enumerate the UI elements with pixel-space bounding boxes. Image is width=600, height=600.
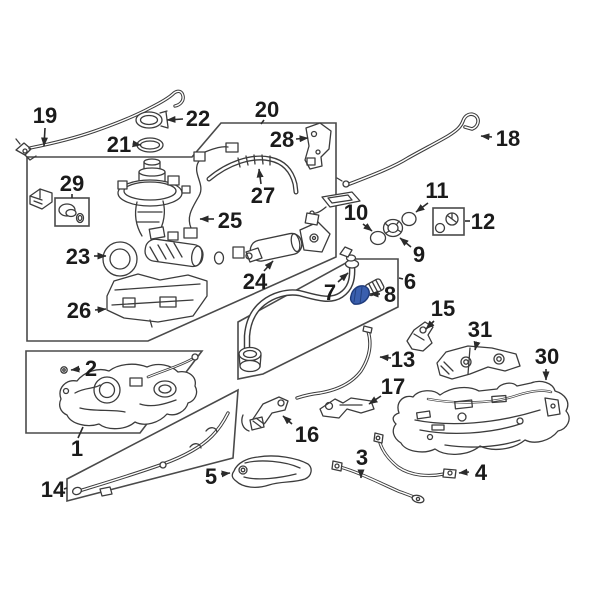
callout-label-18: 18: [496, 126, 520, 151]
part-9-grommet-drawing: [382, 218, 404, 238]
callout-label-28: 28: [270, 127, 294, 152]
part-2-screw-drawing: [60, 366, 68, 374]
callout-label-30: 30: [535, 344, 559, 369]
callout-5[interactable]: 5: [205, 464, 231, 489]
callout-18[interactable]: 18: [480, 126, 520, 151]
callout-label-5: 5: [205, 464, 217, 489]
callout-9[interactable]: 9: [399, 237, 425, 267]
part-29-grommet-drawing: [58, 203, 85, 224]
part-30-protector-drawing: [392, 380, 570, 455]
part-26-tray-drawing: [106, 273, 208, 328]
callout-label-16: 16: [295, 422, 319, 447]
callout-16[interactable]: 16: [282, 415, 319, 447]
callout-3[interactable]: 3: [356, 445, 368, 479]
part-16-bracket-drawing: [241, 396, 289, 432]
callout-label-29: 29: [60, 171, 84, 196]
part-19-tube-drawing: [15, 89, 185, 161]
part-23-reservoir-drawing: [102, 226, 204, 277]
part-24-pump-drawing: [213, 212, 331, 265]
callout-31[interactable]: 31: [468, 317, 492, 351]
callout-26[interactable]: 26: [67, 298, 107, 323]
callout-28[interactable]: 28: [270, 127, 309, 152]
callout-label-2: 2: [85, 356, 97, 381]
callout-10[interactable]: 10: [344, 200, 373, 232]
callout-6[interactable]: 6: [398, 269, 416, 294]
callout-27[interactable]: 27: [251, 168, 275, 208]
callout-label-14: 14: [41, 477, 66, 502]
part-pump-module-drawing: [117, 158, 191, 237]
callout-13[interactable]: 13: [379, 347, 415, 372]
callout-1[interactable]: 1: [71, 426, 84, 461]
callout-12[interactable]: 12: [465, 209, 495, 234]
part-4-strap-drawing: [373, 432, 457, 479]
group-box-12: [432, 207, 465, 236]
callout-label-10: 10: [344, 200, 368, 225]
group-box-pump-module: [26, 122, 337, 342]
part-5-shield-drawing: [231, 455, 312, 488]
callout-4[interactable]: 4: [458, 460, 488, 485]
part-18-pipe-drawing: [336, 112, 480, 188]
callout-label-17: 17: [381, 374, 405, 399]
callout-label-20: 20: [255, 97, 279, 122]
callout-label-7: 7: [324, 280, 336, 305]
callout-label-26: 26: [67, 298, 91, 323]
part-12-cap-drawing: [434, 212, 459, 234]
callout-7[interactable]: 7: [324, 272, 349, 305]
callout-label-23: 23: [66, 244, 90, 269]
group-box-fuel-tank: [25, 350, 204, 434]
callout-label-24: 24: [243, 269, 268, 294]
part-11-ring-drawing: [401, 211, 417, 227]
callout-label-6: 6: [404, 269, 416, 294]
callout-label-22: 22: [186, 106, 210, 131]
callout-label-21: 21: [107, 132, 131, 157]
callout-24[interactable]: 24: [243, 260, 274, 294]
callout-label-19: 19: [33, 103, 57, 128]
part-clip-drawing: [29, 188, 53, 210]
callout-label-9: 9: [413, 242, 425, 267]
callout-label-27: 27: [251, 183, 275, 208]
callout-label-31: 31: [468, 317, 492, 342]
part-filler-pipe-drawing: [238, 246, 385, 373]
callout-label-12: 12: [471, 209, 495, 234]
part-13-hose-drawing: [295, 325, 373, 400]
callout-19[interactable]: 19: [33, 103, 57, 147]
part-8-highlighted-retainer[interactable]: [349, 285, 370, 305]
callout-label-25: 25: [218, 208, 242, 233]
callout-21[interactable]: 21: [107, 132, 142, 157]
callout-17[interactable]: 17: [368, 374, 405, 405]
part-10-gasket-drawing: [369, 230, 387, 246]
callout-29[interactable]: 29: [60, 171, 84, 198]
part-1-fuel-tank-drawing: [59, 353, 199, 430]
callout-20[interactable]: 20: [255, 97, 279, 125]
callout-2[interactable]: 2: [70, 356, 97, 381]
part-28-bracket-drawing: [304, 122, 332, 170]
part-3-strap-drawing: [331, 460, 425, 504]
callout-label-11: 11: [425, 178, 448, 203]
callout-label-3: 3: [356, 445, 368, 470]
callout-23[interactable]: 23: [66, 244, 107, 269]
part-31-shield-drawing: [436, 345, 521, 380]
part-14-tube-drawing: [71, 411, 230, 497]
callout-22[interactable]: 22: [166, 106, 210, 131]
part-27-hose-drawing: [206, 154, 361, 216]
part-17-bracket-drawing: [319, 397, 375, 419]
callout-14[interactable]: 14: [41, 477, 68, 502]
callout-label-1: 1: [71, 436, 83, 461]
callouts: 19 21 22 20 28 27 25 24: [33, 97, 559, 502]
callout-8[interactable]: 8: [369, 282, 396, 307]
callout-25[interactable]: 25: [199, 208, 242, 233]
part-25-harness-drawing: [183, 142, 239, 239]
callout-label-4: 4: [475, 460, 488, 485]
group-box-breather-tube: [66, 388, 239, 503]
callout-15[interactable]: 15: [425, 296, 455, 330]
callout-label-13: 13: [391, 347, 415, 372]
callout-label-8: 8: [384, 282, 396, 307]
callout-label-15: 15: [431, 296, 455, 321]
callout-11[interactable]: 11: [415, 178, 449, 213]
callout-30[interactable]: 30: [535, 344, 559, 381]
